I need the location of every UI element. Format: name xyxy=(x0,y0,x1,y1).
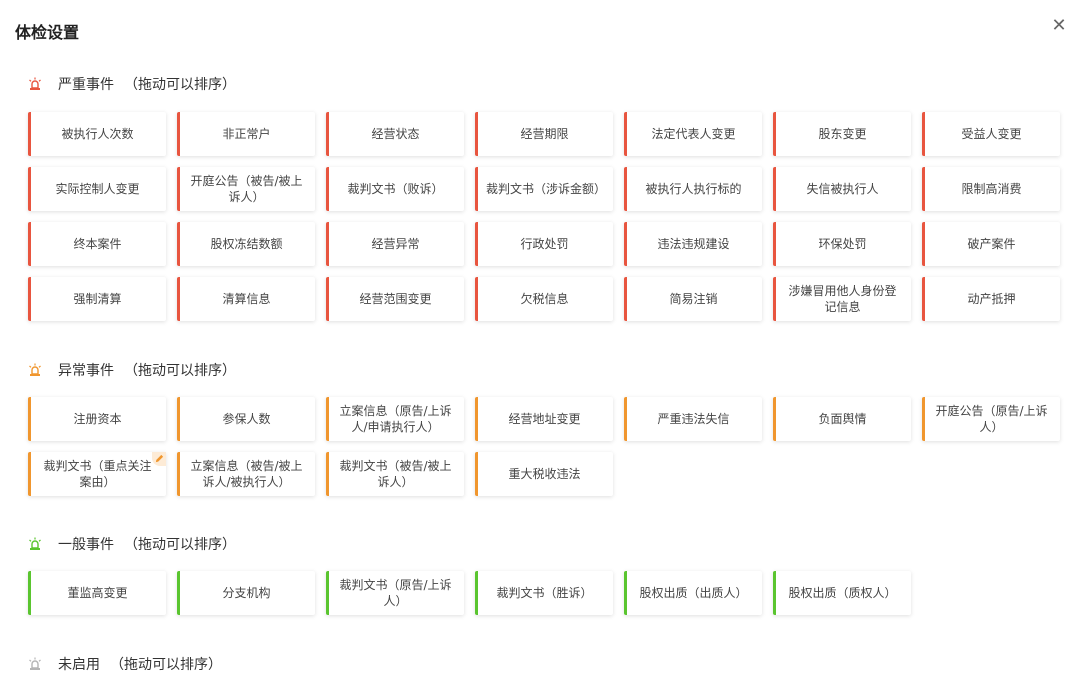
event-card[interactable]: 股权出质（出质人） xyxy=(624,571,762,615)
event-card[interactable]: 终本案件 xyxy=(28,222,166,266)
section-name: 严重事件 xyxy=(58,77,114,93)
event-card[interactable]: 开庭公告（被告/被上诉人） xyxy=(177,167,315,211)
edit-icon[interactable] xyxy=(152,452,166,466)
event-card[interactable]: 实际控制人变更 xyxy=(28,167,166,211)
event-card[interactable]: 立案信息（被告/被上诉人/被执行人） xyxy=(177,452,315,496)
event-card[interactable]: 环保处罚 xyxy=(773,222,911,266)
event-card[interactable]: 裁判文书（被告/被上诉人） xyxy=(326,452,464,496)
item-grid: 董监高变更 分支机构 裁判文书（原告/上诉人） 裁判文书（胜诉） 股权出质（出质… xyxy=(28,571,1068,615)
event-card[interactable]: 经营期限 xyxy=(475,112,613,156)
event-card[interactable]: 法定代表人变更 xyxy=(624,112,762,156)
event-card[interactable]: 破产案件 xyxy=(922,222,1060,266)
event-card[interactable]: 非正常户 xyxy=(177,112,315,156)
event-card[interactable]: 开庭公告（原告/上诉人） xyxy=(922,397,1060,441)
event-card[interactable]: 经营地址变更 xyxy=(475,397,613,441)
event-card-editable[interactable]: 裁判文书（重点关注案由） xyxy=(28,452,166,496)
section-general: 一般事件 （拖动可以排序） 董监高变更 分支机构 裁判文书（原告/上诉人） 裁判… xyxy=(28,533,1068,615)
event-card[interactable]: 经营状态 xyxy=(326,112,464,156)
item-grid: 被执行人次数 非正常户 经营状态 经营期限 法定代表人变更 股东变更 受益人变更… xyxy=(28,112,1068,321)
event-card[interactable]: 简易注销 xyxy=(624,277,762,321)
event-card[interactable]: 强制清算 xyxy=(28,277,166,321)
event-card[interactable]: 受益人变更 xyxy=(922,112,1060,156)
section-header: 异常事件 （拖动可以排序） xyxy=(28,359,1068,381)
section-name: 未启用 xyxy=(58,657,100,673)
dialog-title: 体检设置 xyxy=(15,23,80,42)
section-header: 未启用 （拖动可以排序） xyxy=(28,653,1068,675)
section-disabled: 未启用 （拖动可以排序） xyxy=(28,653,1068,675)
event-card[interactable]: 股东变更 xyxy=(773,112,911,156)
event-card[interactable]: 立案信息（原告/上诉人/申请执行人） xyxy=(326,397,464,441)
event-card[interactable]: 裁判文书（涉诉金额） xyxy=(475,167,613,211)
event-card[interactable]: 严重违法失信 xyxy=(624,397,762,441)
event-card[interactable]: 被执行人次数 xyxy=(28,112,166,156)
event-card[interactable]: 股权冻结数额 xyxy=(177,222,315,266)
event-card[interactable]: 股权出质（质权人） xyxy=(773,571,911,615)
event-card[interactable]: 经营异常 xyxy=(326,222,464,266)
section-hint: （拖动可以排序） xyxy=(110,657,222,673)
event-card[interactable]: 董监高变更 xyxy=(28,571,166,615)
section-header: 严重事件 （拖动可以排序） xyxy=(28,73,1068,95)
alarm-icon xyxy=(28,537,42,551)
alarm-icon xyxy=(28,363,42,377)
event-card[interactable]: 违法违规建设 xyxy=(624,222,762,266)
alarm-icon xyxy=(28,77,42,91)
event-card[interactable]: 注册资本 xyxy=(28,397,166,441)
section-header: 一般事件 （拖动可以排序） xyxy=(28,533,1068,555)
section-name: 一般事件 xyxy=(58,537,114,553)
alarm-icon xyxy=(28,657,42,671)
event-card[interactable]: 重大税收违法 xyxy=(475,452,613,496)
section-abnormal: 异常事件 （拖动可以排序） 注册资本 参保人数 立案信息（原告/上诉人/申请执行… xyxy=(28,359,1068,496)
section-name: 异常事件 xyxy=(58,363,114,379)
event-card[interactable]: 动产抵押 xyxy=(922,277,1060,321)
event-card[interactable]: 欠税信息 xyxy=(475,277,613,321)
section-severe: 严重事件 （拖动可以排序） 被执行人次数 非正常户 经营状态 经营期限 法定代表… xyxy=(28,73,1068,321)
event-card[interactable]: 清算信息 xyxy=(177,277,315,321)
event-card[interactable]: 裁判文书（败诉） xyxy=(326,167,464,211)
event-card-label: 裁判文书（重点关注案由） xyxy=(43,459,152,489)
event-card[interactable]: 经营范围变更 xyxy=(326,277,464,321)
section-hint: （拖动可以排序） xyxy=(124,363,236,379)
event-card[interactable]: 裁判文书（胜诉） xyxy=(475,571,613,615)
event-card[interactable]: 行政处罚 xyxy=(475,222,613,266)
item-grid: 注册资本 参保人数 立案信息（原告/上诉人/申请执行人） 经营地址变更 严重违法… xyxy=(28,397,1068,496)
event-card[interactable]: 限制高消费 xyxy=(922,167,1060,211)
event-card[interactable]: 被执行人执行标的 xyxy=(624,167,762,211)
event-card[interactable]: 裁判文书（原告/上诉人） xyxy=(326,571,464,615)
event-card[interactable]: 负面舆情 xyxy=(773,397,911,441)
event-card[interactable]: 分支机构 xyxy=(177,571,315,615)
section-hint: （拖动可以排序） xyxy=(124,537,236,553)
close-icon[interactable]: ✕ xyxy=(1051,15,1067,36)
event-card[interactable]: 失信被执行人 xyxy=(773,167,911,211)
section-hint: （拖动可以排序） xyxy=(124,77,236,93)
event-card[interactable]: 涉嫌冒用他人身份登记信息 xyxy=(773,277,911,321)
event-card[interactable]: 参保人数 xyxy=(177,397,315,441)
